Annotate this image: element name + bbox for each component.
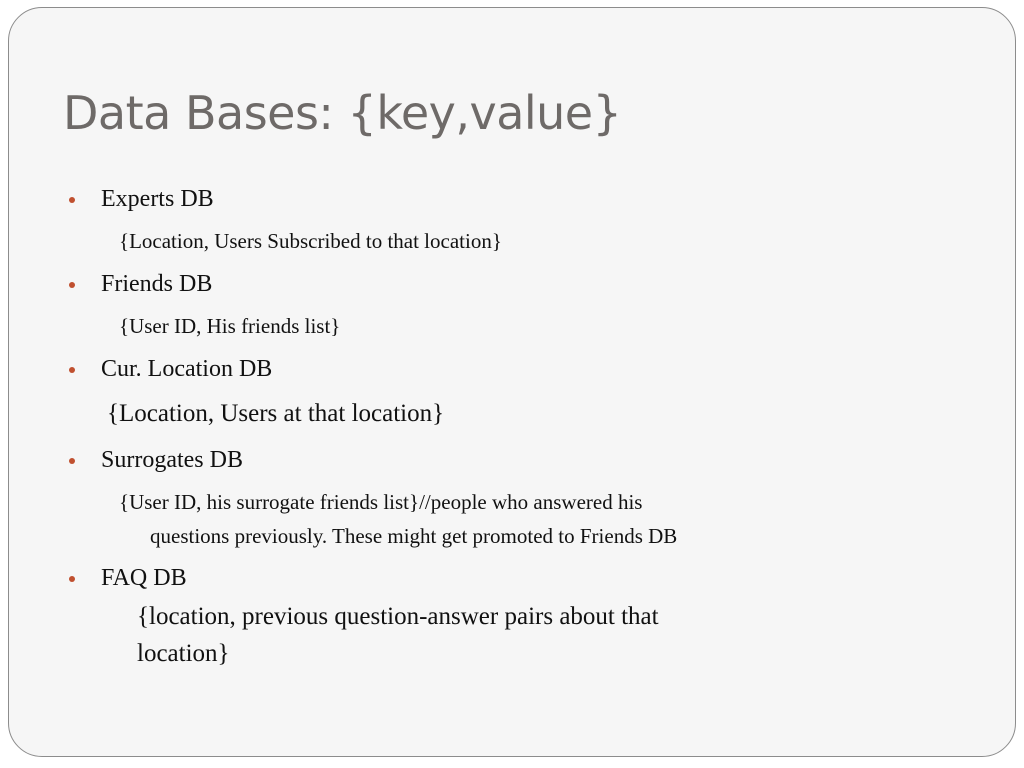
bullet-faq-db: FAQ DB	[69, 565, 187, 592]
bullet-label: Experts DB	[101, 186, 214, 212]
bullet-label: FAQ DB	[101, 565, 187, 591]
friends-db-detail: {User ID, His friends list}	[119, 314, 341, 338]
bullet-friends-db: Friends DB	[69, 271, 212, 298]
bullet-dot-icon	[69, 575, 75, 582]
bullet-dot-icon	[69, 457, 75, 464]
bullet-surrogates-db: Surrogates DB	[69, 447, 243, 474]
bullet-label: Friends DB	[101, 271, 213, 297]
bullet-label: Cur. Location DB	[101, 356, 273, 382]
bullet-dot-icon	[69, 281, 75, 288]
bullet-experts-db: Experts DB	[69, 186, 214, 213]
faq-db-detail-line1: {location, previous question-answer pair…	[137, 603, 659, 630]
surrogates-db-detail-line1: {User ID, his surrogate friends list}//p…	[119, 490, 643, 514]
bullet-dot-icon	[69, 196, 75, 203]
slide-title: Data Bases: {key,value}	[63, 86, 622, 140]
experts-db-detail: {Location, Users Subscribed to that loca…	[119, 229, 502, 253]
bullet-label: Surrogates DB	[101, 447, 243, 473]
bullet-dot-icon	[69, 366, 75, 373]
faq-db-detail-line2: location}	[137, 640, 230, 667]
surrogates-db-detail-line2: questions previously. These might get pr…	[150, 524, 678, 548]
bullet-cur-location-db: Cur. Location DB	[69, 356, 272, 383]
slide: Data Bases: {key,value} Experts DB {Loca…	[8, 7, 1016, 757]
cur-location-db-detail: {Location, Users at that location}	[107, 400, 445, 427]
